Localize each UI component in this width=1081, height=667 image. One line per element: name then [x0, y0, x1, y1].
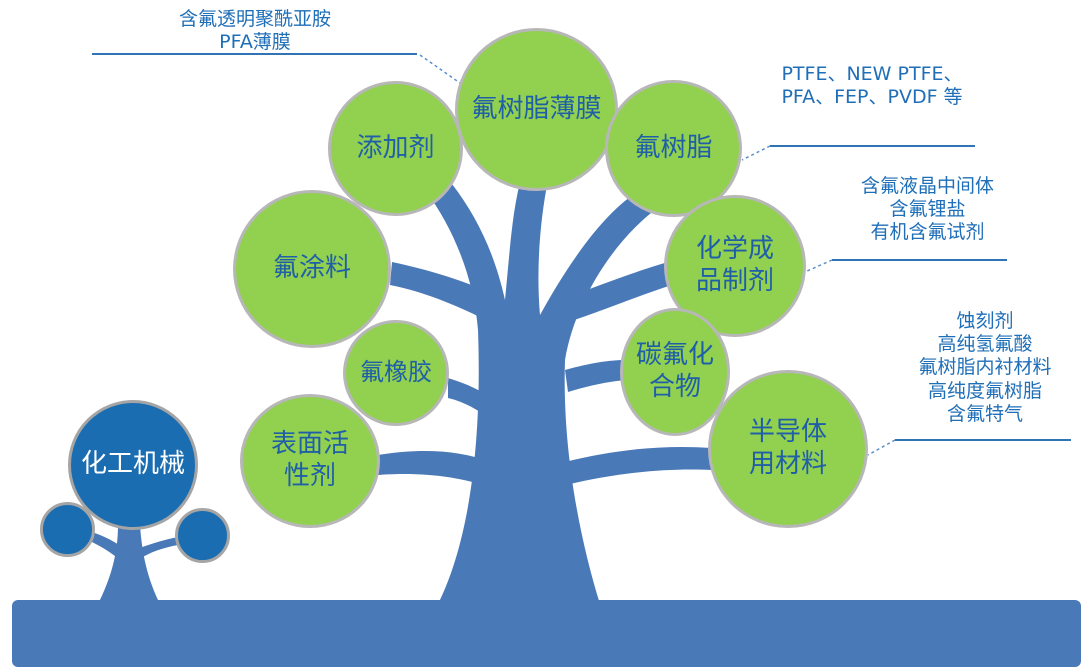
node-machinery-small-left	[40, 502, 95, 557]
node-resin-label: 氟树脂	[634, 132, 713, 163]
small-tree-branch-left	[88, 532, 126, 560]
tree-trunk	[425, 175, 655, 604]
small-tree-trunk	[98, 525, 160, 604]
node-surfactant-label: 表面活 性剂	[270, 429, 349, 491]
node-rubber-label: 氟橡胶	[360, 358, 432, 387]
node-coating: 氟涂料	[233, 190, 391, 348]
node-chem-label: 化学成 品制剂	[695, 234, 774, 296]
node-coating-label: 氟涂料	[272, 253, 351, 284]
node-film-label: 氟树脂薄膜	[471, 93, 602, 124]
node-carbon-label: 碳氟化 合物	[635, 340, 714, 402]
ground-bar	[12, 600, 1081, 667]
node-resin: 氟树脂	[605, 80, 742, 217]
branch-carbon	[565, 360, 626, 392]
leader-semicon	[867, 439, 896, 456]
node-surfactant: 表面活 性剂	[240, 394, 380, 528]
branch-surfactant	[378, 450, 492, 488]
branch-coating	[390, 262, 484, 318]
annotation-line-film	[92, 53, 417, 55]
node-carbon: 碳氟化 合物	[620, 308, 730, 436]
annotation-film: 含氟透明聚酰亚胺 PFA薄膜	[178, 8, 331, 54]
node-additive: 添加剂	[328, 81, 463, 216]
annotation-line-resin	[770, 145, 975, 147]
annotation-line-semicon	[895, 439, 1071, 441]
small-tree-branch-right	[134, 537, 178, 560]
leader-chem	[804, 259, 833, 273]
branch-chem	[560, 262, 672, 322]
node-film: 氟树脂薄膜	[455, 28, 618, 191]
node-machinery-label: 化工机械	[80, 449, 185, 480]
node-machinery-small-right	[175, 508, 230, 563]
branch-semicon	[565, 446, 712, 485]
node-rubber: 氟橡胶	[343, 320, 449, 426]
branch-rubber	[448, 378, 492, 420]
annotation-resin: PTFE、NEW PTFE、 PFA、FEP、PVDF 等	[781, 63, 963, 109]
leader-resin	[741, 145, 771, 161]
annotation-semicon: 蚀刻剂 高纯氢氟酸 氟树脂内衬材料 高纯度氟树脂 含氟特气	[918, 310, 1052, 425]
node-semicon-label: 半导体 用材料	[748, 417, 827, 479]
node-machinery: 化工机械	[68, 400, 198, 530]
node-semicon: 半导体 用材料	[708, 370, 868, 528]
annotation-line-chem	[832, 259, 1007, 261]
node-additive-label: 添加剂	[356, 132, 435, 163]
annotation-chem: 含氟液晶中间体 含氟锂盐 有机含氟试剂	[860, 175, 994, 244]
